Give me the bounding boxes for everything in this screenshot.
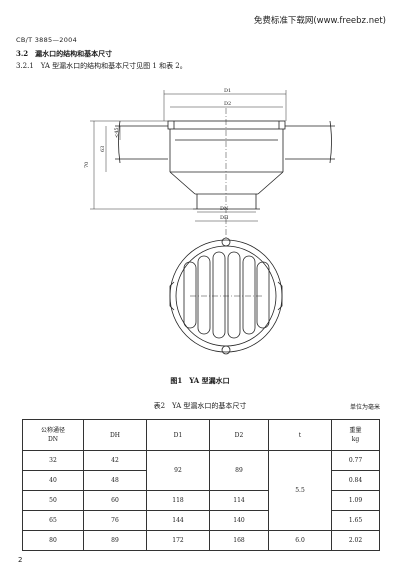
cell-weight: 0.77: [331, 450, 380, 471]
cell-weight: 0.84: [331, 470, 380, 491]
cell-dn: 32: [22, 450, 84, 471]
section-text: 3.2.1 YA 型漏水口的结构和基本尺寸见图 1 和表 2。: [16, 62, 187, 70]
cell-d1: 172: [146, 530, 210, 551]
label-h63: 63: [100, 146, 106, 152]
cell-dn: 80: [22, 530, 84, 551]
drain-section-view: [115, 120, 335, 210]
label-h45: <45: [114, 127, 120, 138]
header-dh: DH: [83, 419, 147, 451]
cell-dn: 65: [22, 510, 84, 531]
cell-dn: 40: [22, 470, 84, 491]
cell-d1: 144: [146, 510, 210, 531]
standard-number: CB/T 3885—2004: [16, 36, 78, 44]
cell-weight: 1.09: [331, 490, 380, 511]
figure-caption: 图1 YA 型漏水口: [170, 376, 230, 385]
table-row: 65 76 144 140 1.65: [22, 510, 380, 531]
table-row: 40 48 0.84: [22, 470, 380, 491]
table-unit: 单位为毫米: [349, 404, 380, 411]
section-title: 3.2 漏水口的结构和基本尺寸: [16, 49, 113, 58]
table-caption: 表2 YA 型漏水口的基本尺寸: [153, 402, 247, 410]
label-dh: DH: [220, 215, 229, 221]
label-h70: 70: [84, 162, 90, 168]
cell-dh: 48: [83, 470, 147, 491]
cell-d1: 118: [146, 490, 210, 511]
cell-t: 5.5: [268, 450, 332, 531]
cell-weight: 2.02: [331, 530, 380, 551]
cell-dh: 89: [83, 530, 147, 551]
cell-d2: 89: [209, 450, 269, 491]
cell-d1: 92: [146, 450, 210, 491]
page-number: 2: [18, 556, 23, 564]
cell-d2: 168: [209, 530, 269, 551]
cell-dh: 60: [83, 490, 147, 511]
header-d2: D2: [209, 419, 269, 451]
header-t: t: [268, 419, 332, 451]
table-row: 50 60 118 114 1.09: [22, 490, 380, 511]
cell-d2: 140: [209, 510, 269, 531]
cell-d2: 114: [209, 490, 269, 511]
label-d1: D1: [224, 88, 231, 94]
cell-dh: 42: [83, 450, 147, 471]
table-row: 80 89 172 168 6.0 2.02: [22, 530, 380, 551]
drain-drawing-figure: D1 D2 70 63 <45 DN DH: [84, 88, 335, 355]
table-row: 32 42 92 89 5.5 0.77: [22, 450, 380, 531]
label-d2: D2: [224, 101, 231, 107]
drain-plan-view: [169, 237, 283, 355]
cell-t: 6.0: [268, 530, 332, 551]
cell-weight: 1.65: [331, 510, 380, 531]
header-d1: D1: [146, 419, 210, 451]
cell-dh: 76: [83, 510, 147, 531]
watermark-text: 免费标准下载网(www.freebz.net): [253, 16, 386, 26]
dimension-lines: [90, 90, 287, 222]
cell-dn: 50: [22, 490, 84, 511]
label-dn: DN: [220, 206, 229, 212]
